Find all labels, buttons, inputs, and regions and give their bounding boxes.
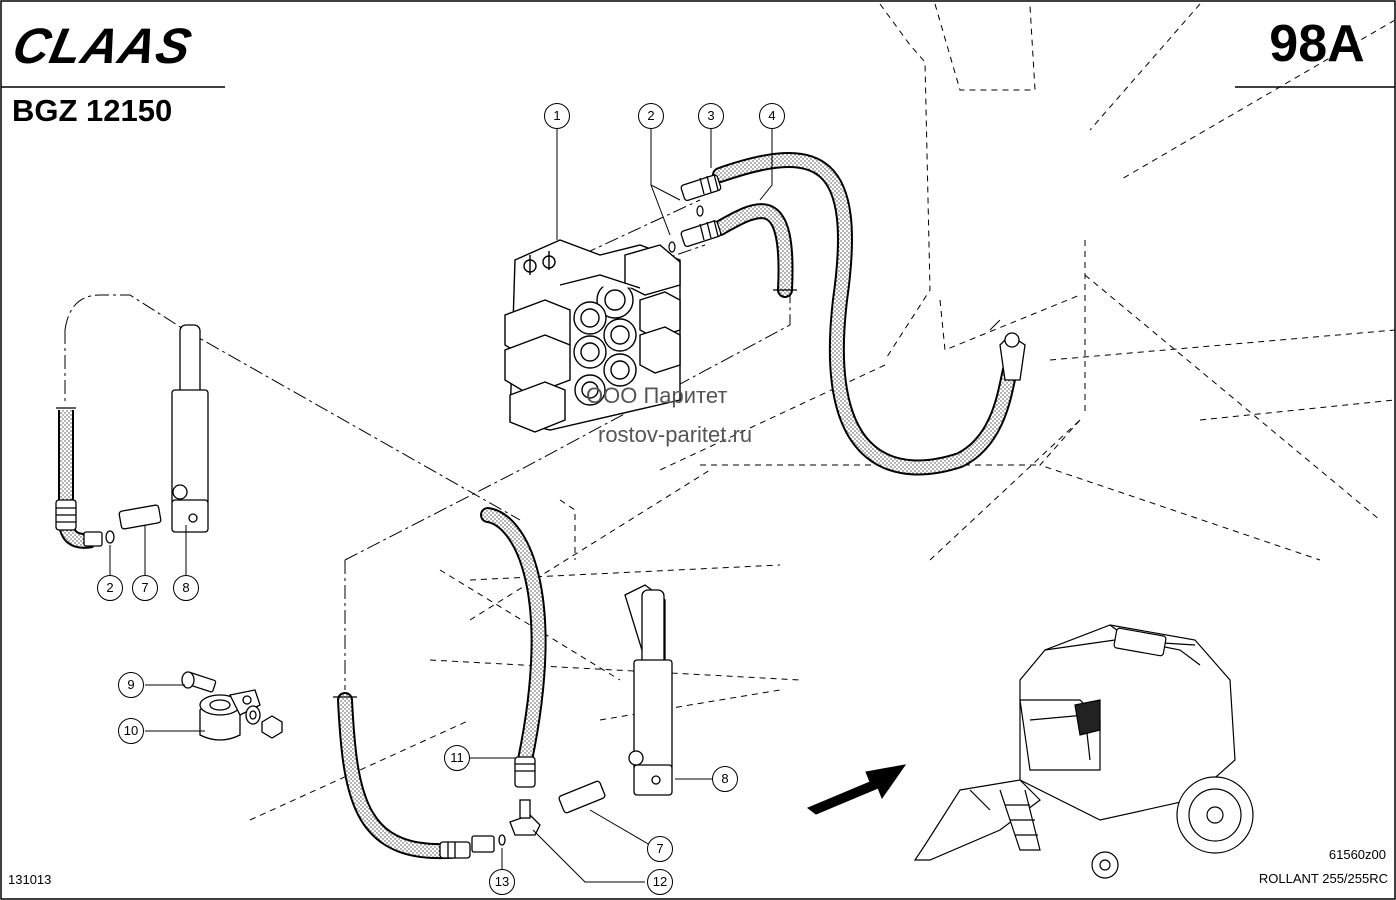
figure-code: 61560z00 [1328, 847, 1386, 862]
baler-inset [913, 624, 1254, 879]
o-rings-top [668, 205, 704, 253]
direction-arrow [807, 764, 907, 815]
callout-7-right: 7 [647, 836, 673, 862]
callout-3: 3 [698, 103, 724, 129]
document-number: 131013 [8, 872, 52, 887]
callout-2-left: 2 [97, 575, 123, 601]
hose-long-3 [712, 151, 1018, 476]
callout-11: 11 [444, 745, 470, 771]
callout-13: 13 [489, 869, 515, 895]
watermark-company: ООО Паритет [586, 383, 728, 408]
callout-7-left: 7 [132, 575, 158, 601]
page-number: 98A [1269, 15, 1365, 73]
mount-hardware [181, 671, 283, 741]
lower-fittings [333, 696, 606, 859]
left-cylinder-parts [55, 324, 209, 547]
claas-logo: CLAAS [8, 18, 198, 74]
valve-block [504, 239, 681, 433]
callout-8-right: 8 [712, 766, 738, 792]
watermark-url[interactable]: rostov-paritet.ru [598, 422, 753, 447]
callout-8-left: 8 [173, 575, 199, 601]
callout-1: 1 [544, 103, 570, 129]
machine-name: ROLLANT 255/255RC [1258, 871, 1388, 886]
callout-10: 10 [118, 718, 144, 744]
machine-outline-dashed [249, 3, 1396, 821]
middle-hose [480, 507, 547, 768]
hose-short-4 [712, 203, 794, 298]
callout-4: 4 [759, 103, 785, 129]
lower-cylinder [624, 584, 673, 796]
leader-lines [109, 128, 773, 883]
lower-hose [337, 692, 468, 860]
callout-9: 9 [118, 672, 144, 698]
hose-fittings-top [680, 173, 1026, 381]
callout-2-top: 2 [638, 103, 664, 129]
model-code: BGZ 12150 [12, 93, 173, 128]
callout-12: 12 [647, 869, 673, 895]
